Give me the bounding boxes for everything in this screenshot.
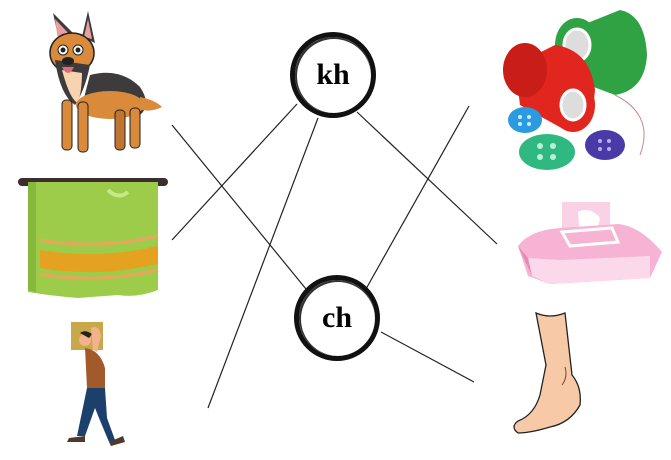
line-man-kh: [207, 117, 319, 409]
line-towel-kh: [171, 103, 298, 241]
hub-kh[interactable]: kh: [290, 32, 376, 118]
line-thread-ch: [361, 105, 470, 297]
line-ch-foot: [380, 331, 475, 383]
towel-icon[interactable]: [18, 170, 170, 305]
hub-ch-label: ch: [322, 301, 352, 334]
wet-wipes-icon[interactable]: [500, 190, 665, 290]
hub-ch[interactable]: ch: [294, 275, 380, 361]
thread-spools-buttons-icon[interactable]: [495, 5, 665, 170]
hub-kh-label: kh: [316, 58, 350, 91]
man-carrying-box-icon[interactable]: [55, 318, 140, 450]
line-kh-wipes: [356, 111, 498, 245]
line-dog-ch: [171, 124, 307, 290]
dog-icon[interactable]: [20, 5, 165, 160]
foot-icon[interactable]: [510, 305, 610, 440]
